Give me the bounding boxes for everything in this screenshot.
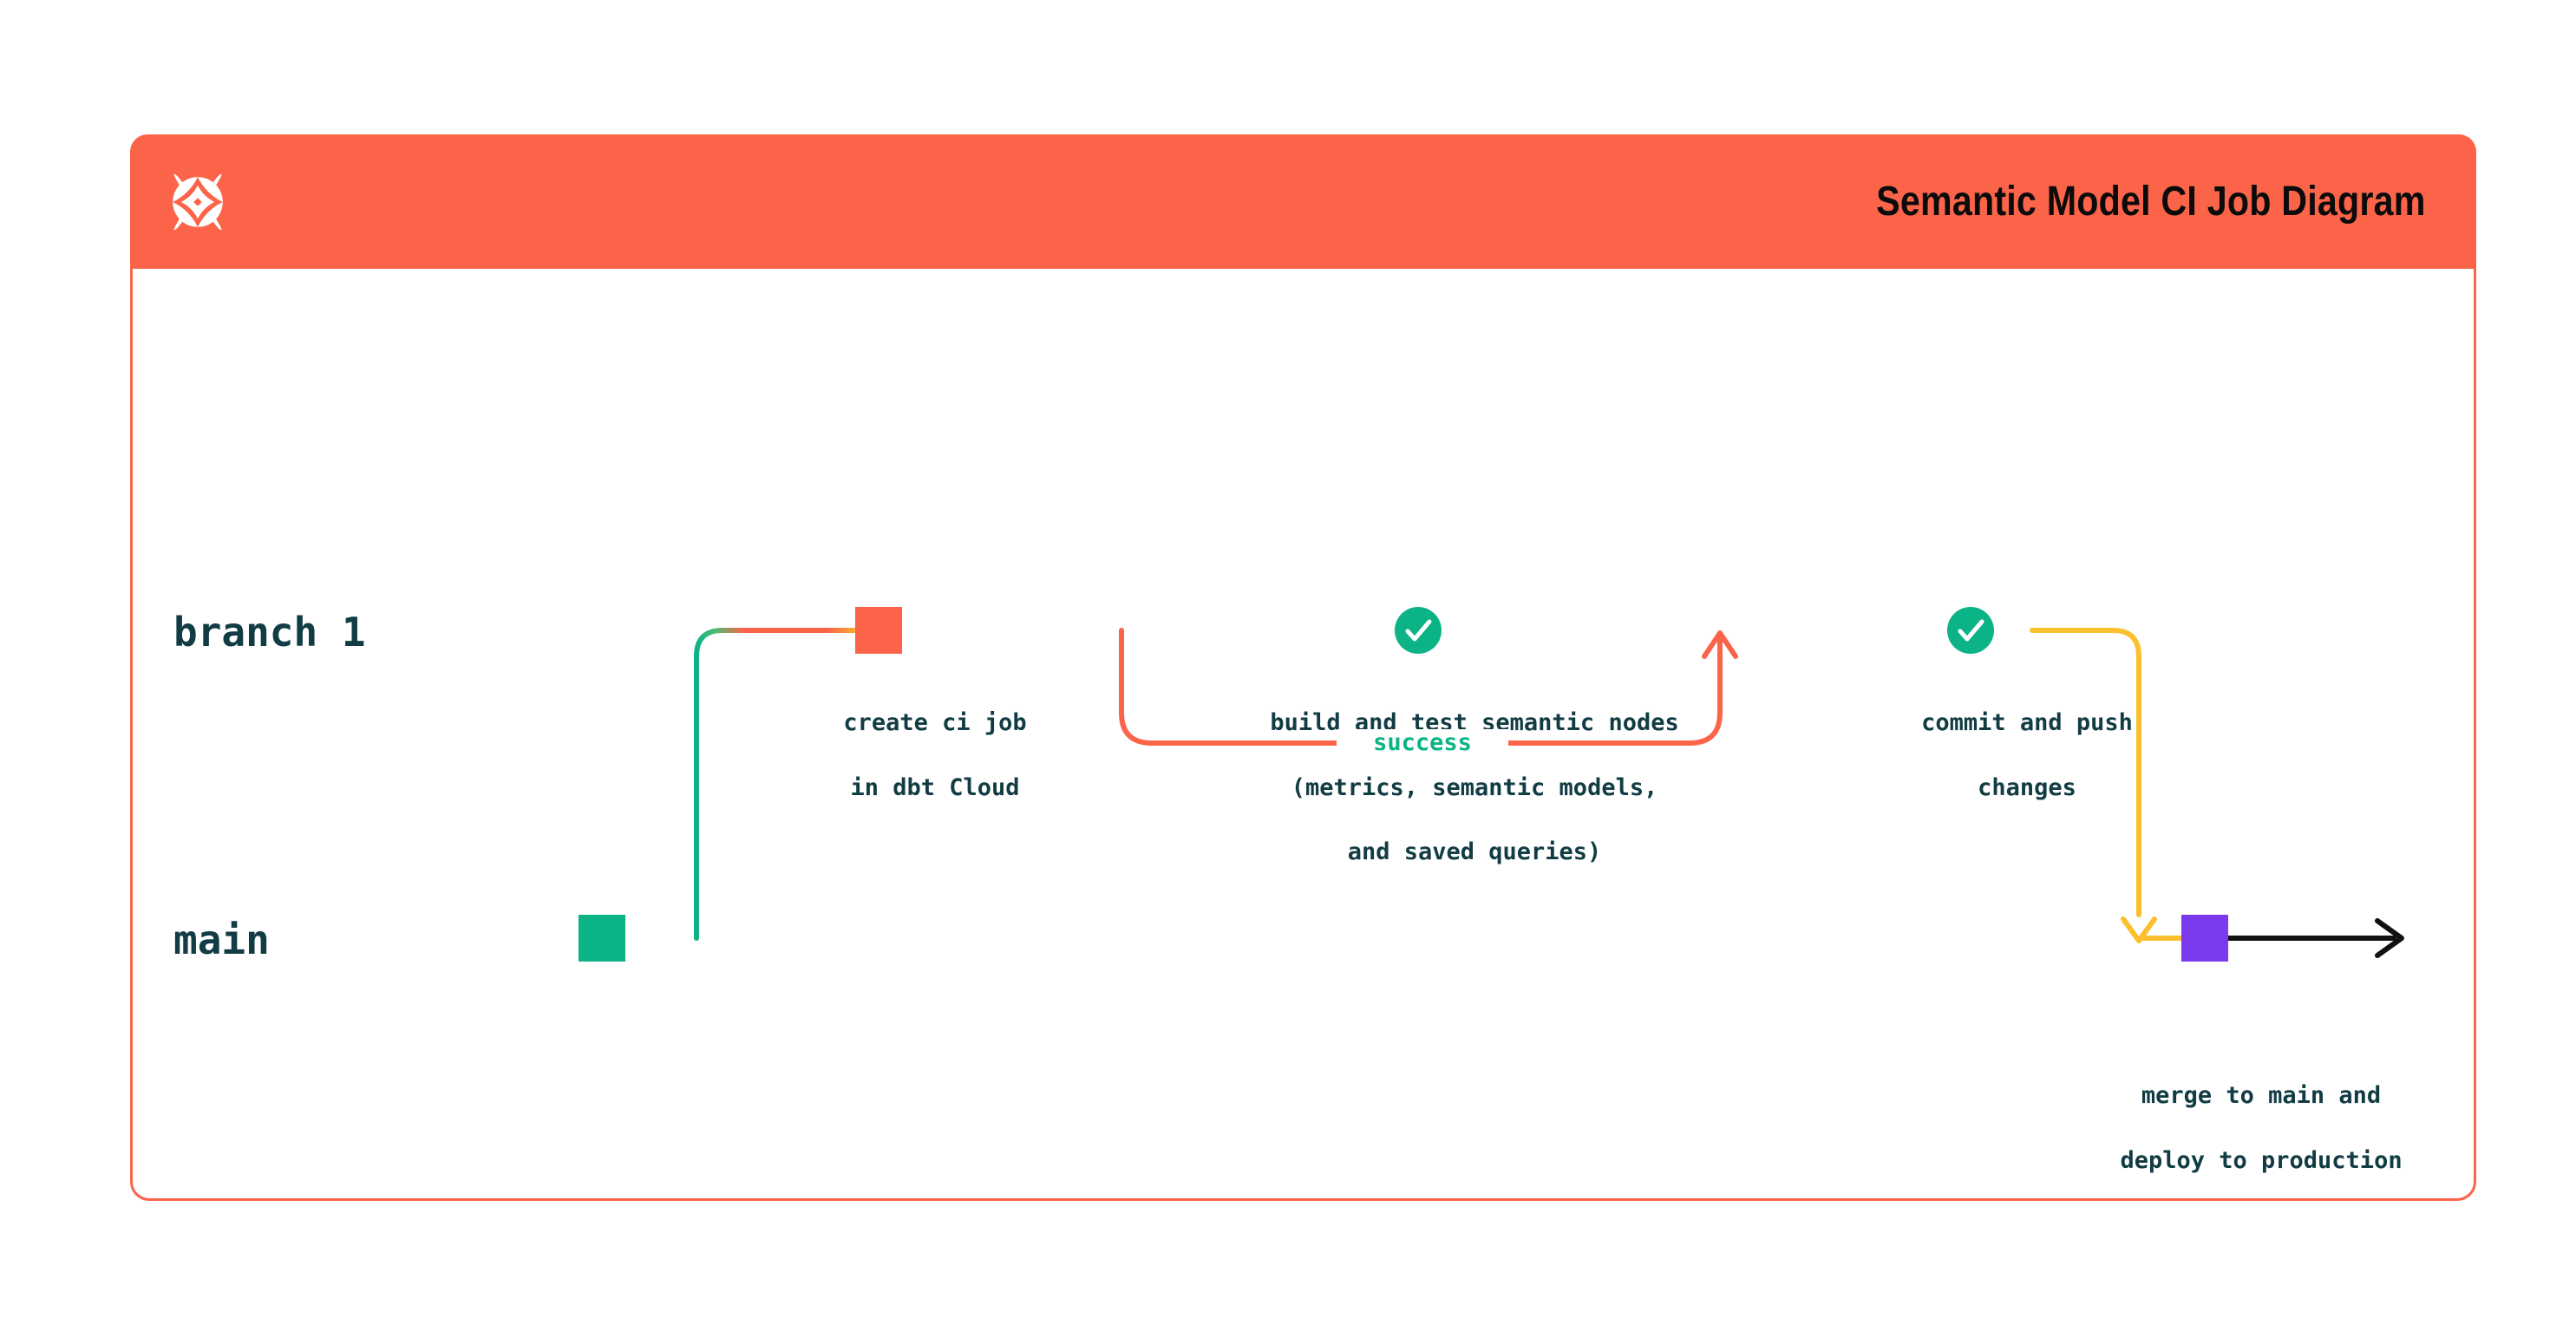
node-create-ci-job[interactable] xyxy=(855,607,902,654)
caption-create-ci-job: create ci job in dbt Cloud xyxy=(722,675,1035,836)
card-body: branch 1 main create ci job in dbt Cloud… xyxy=(130,269,2476,1201)
success-loop-arrowhead xyxy=(1702,630,1738,659)
caption-commit-and-push: commit and push changes xyxy=(1788,675,2153,836)
caption-line: create ci job xyxy=(843,709,1027,737)
page-title: Semantic Model CI Job Diagram xyxy=(1876,179,2426,225)
caption-merge-to-main: merge to main and deploy to production xyxy=(1988,1047,2422,1209)
dbt-logo-icon xyxy=(163,167,232,237)
check-icon xyxy=(1958,619,1984,642)
caption-line: deploy to production xyxy=(2120,1146,2403,1174)
node-merge-to-main[interactable] xyxy=(2181,915,2228,962)
caption-line: and saved queries) xyxy=(1347,838,1602,866)
card-header: Semantic Model CI Job Diagram xyxy=(130,134,2476,269)
main-head-arrowhead xyxy=(2375,918,2404,958)
caption-line: changes xyxy=(1978,773,2076,801)
merge-down-line xyxy=(2030,628,2141,917)
caption-line: in dbt Cloud xyxy=(850,773,1020,801)
node-build-and-test[interactable] xyxy=(1395,607,1442,654)
node-main-start[interactable] xyxy=(579,915,625,962)
caption-line: build and test semantic nodes xyxy=(1270,709,1679,737)
lane-label-main: main xyxy=(173,916,270,963)
diagram-card: Semantic Model CI Job Diagram xyxy=(130,134,2476,1201)
check-icon xyxy=(1405,619,1432,642)
lane-label-branch1: branch 1 xyxy=(173,609,366,655)
git-flow-diagram: branch 1 main create ci job in dbt Cloud… xyxy=(133,269,2479,1201)
caption-line: (metrics, semantic models, xyxy=(1291,773,1658,801)
caption-build-and-test: build and test semantic nodes (metrics, … xyxy=(1071,675,1765,901)
node-commit-and-push[interactable] xyxy=(1947,607,1994,654)
edge-label-success: success xyxy=(1337,729,1508,756)
caption-line: commit and push xyxy=(1921,709,2133,737)
caption-line: merge to main and xyxy=(2141,1082,2382,1110)
